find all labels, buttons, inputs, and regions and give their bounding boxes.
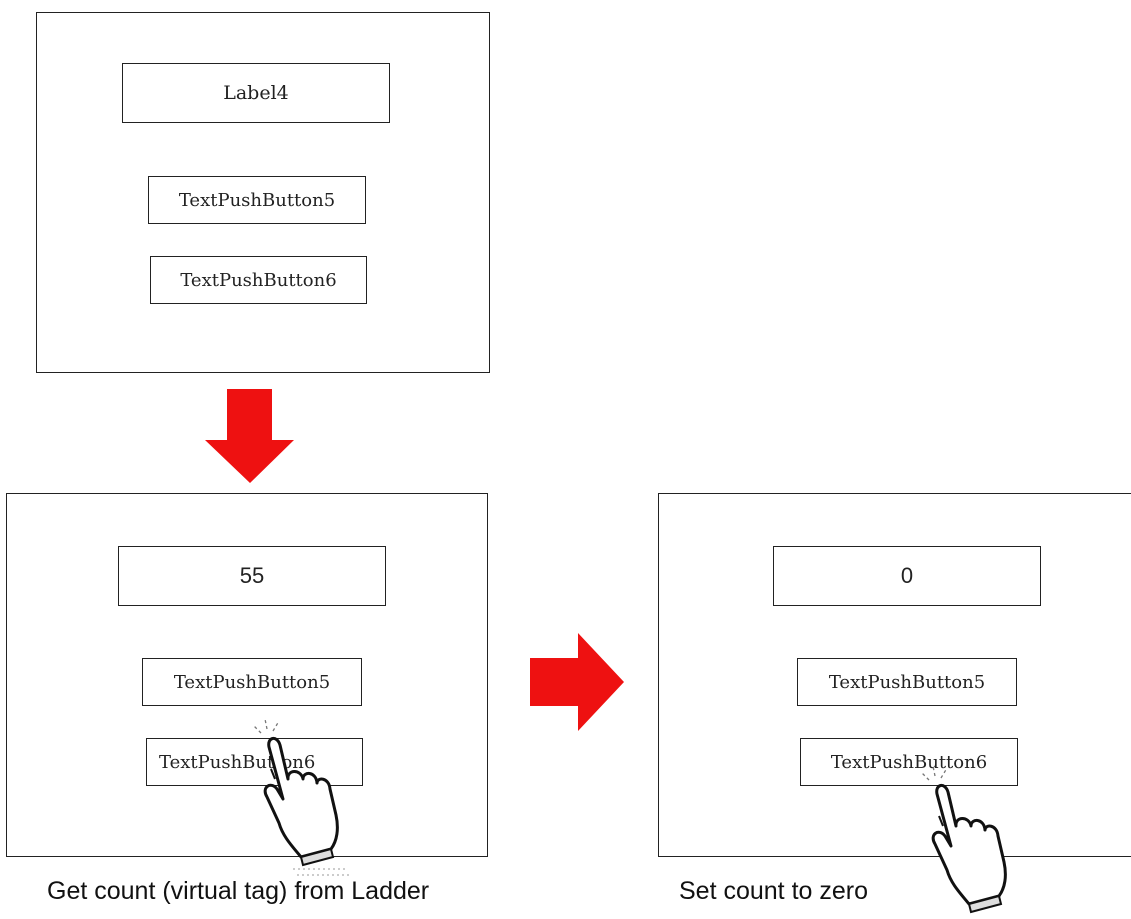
get-count-caption: Get count (virtual tag) from Ladder: [47, 877, 430, 905]
text-push-button-5[interactable]: TextPushButton5: [142, 658, 362, 706]
get-count-screen: 55 TextPushButton5 TextPushButton6: [6, 493, 488, 857]
text-push-button-6[interactable]: TextPushButton6: [150, 256, 367, 304]
reset-screen: 0 TextPushButton5 TextPushButton6: [658, 493, 1131, 857]
hand-pointer-icon: [920, 765, 1007, 914]
text-push-button-5[interactable]: TextPushButton5: [148, 176, 366, 224]
arrow-down-icon: [205, 389, 294, 483]
count-display: 55: [118, 546, 386, 606]
arrow-right-icon: [530, 633, 624, 731]
hand-pointer-icon: [252, 718, 349, 876]
text-push-button-5[interactable]: TextPushButton5: [797, 658, 1017, 706]
initial-screen: Label4 TextPushButton5 TextPushButton6: [36, 12, 490, 373]
reset-caption: Set count to zero: [679, 877, 869, 905]
text-push-button-6[interactable]: TextPushButton6: [800, 738, 1018, 786]
label4: Label4: [122, 63, 390, 123]
count-display: 0: [773, 546, 1041, 606]
